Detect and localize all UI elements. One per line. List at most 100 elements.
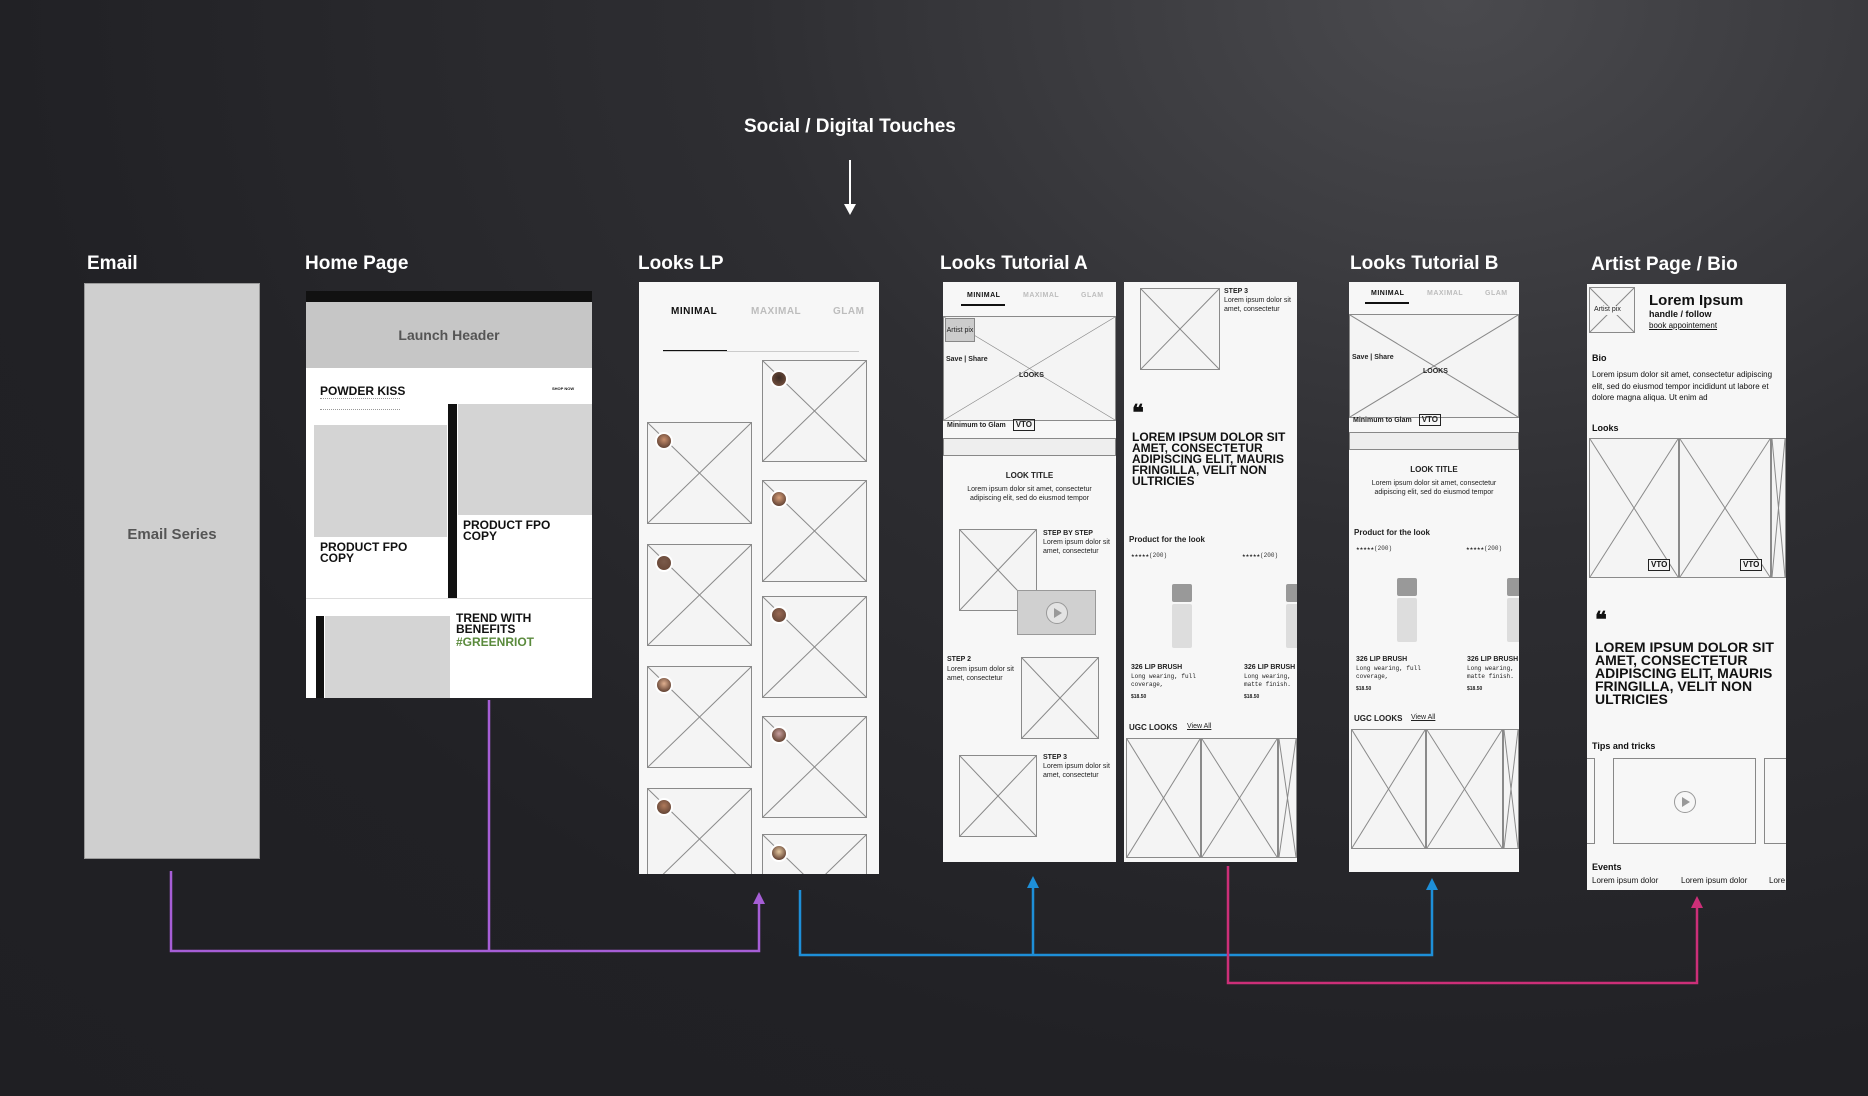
product-image-1	[1172, 584, 1192, 648]
product-image-2	[1286, 584, 1297, 648]
minimum-to-glam: Minimum to Glam VTO	[1353, 414, 1441, 426]
avatar[interactable]	[770, 844, 788, 862]
tab-maximal[interactable]: MAXIMAL	[751, 306, 802, 317]
product-1-name: 326 LIP BRUSH	[1131, 664, 1183, 671]
tab-glam[interactable]: GLAM	[1485, 290, 1508, 297]
product-1-desc: Long wearing, full coverage,	[1356, 665, 1421, 680]
product-for-look: Product for the look	[1129, 535, 1205, 544]
tab-minimal[interactable]: MINIMAL	[671, 306, 718, 317]
home-panel: Launch Header POWDER KISS SHOP NOW PRODU…	[306, 291, 592, 698]
event-3[interactable]: Lore	[1769, 876, 1786, 885]
avatar[interactable]	[655, 432, 673, 450]
tips-video-right	[1764, 758, 1786, 844]
avatar[interactable]	[770, 490, 788, 508]
step-3: STEP 3	[1224, 288, 1248, 295]
tutorial-a2-panel: STEP 3 Lorem ipsum dolor sit amet, conse…	[1124, 282, 1297, 862]
product-1-price: $18.50	[1131, 694, 1147, 700]
step-2: STEP 2	[947, 656, 971, 663]
tab-minimal[interactable]: MINIMAL	[1371, 290, 1405, 297]
quote-text: LOREM IPSUM DOLOR SIT AMET, CONSECTETUR …	[1132, 430, 1286, 489]
label-email: Email	[87, 253, 138, 274]
black-strip-2	[316, 616, 324, 698]
event-1[interactable]: Lorem ipsum dolor	[1592, 876, 1659, 885]
avatar[interactable]	[770, 726, 788, 744]
product-image-left	[314, 425, 447, 537]
play-icon[interactable]	[1674, 791, 1696, 813]
ugc-image	[1278, 738, 1297, 858]
tab-minimal[interactable]: MINIMAL	[967, 292, 1001, 299]
vto-button[interactable]: VTO	[1740, 559, 1763, 571]
ugc-grid	[1124, 738, 1297, 858]
avatar[interactable]	[770, 606, 788, 624]
events-heading: Events	[1592, 862, 1622, 872]
email-panel: Email Series	[84, 283, 260, 859]
play-icon[interactable]	[1046, 602, 1068, 624]
save-share[interactable]: Save | Share	[1352, 354, 1394, 361]
artist-handle[interactable]: handle / follow	[1649, 309, 1712, 319]
label-tutorial-b: Looks Tutorial B	[1350, 253, 1499, 274]
divider	[306, 598, 592, 599]
view-all[interactable]: View All	[1411, 714, 1436, 721]
tips-video[interactable]	[1613, 758, 1756, 844]
looks-label: LOOKS	[1019, 372, 1044, 379]
artist-pix: Artist pix	[1589, 287, 1635, 333]
purple-arrowhead	[753, 892, 765, 904]
launch-header: Launch Header	[306, 302, 592, 368]
tips-video-left	[1587, 758, 1595, 844]
artist-pix: Artist pix	[945, 318, 975, 342]
step-3: STEP 3	[1043, 754, 1067, 761]
step-by-step: STEP BY STEP	[1043, 530, 1093, 537]
product-2-name: 326 LIP BRUSH	[1467, 656, 1519, 663]
home-nav-bar	[306, 291, 592, 302]
view-all[interactable]: View All	[1187, 723, 1212, 730]
look-body: Lorem ipsum dolor sit amet, consectetur …	[1371, 480, 1497, 496]
artist-name: Lorem Ipsum	[1649, 292, 1744, 309]
shop-now-1[interactable]: SHOP NOW	[552, 386, 575, 391]
tab-glam[interactable]: GLAM	[1081, 292, 1104, 299]
look-card	[1771, 438, 1786, 578]
tab-glam[interactable]: GLAM	[833, 306, 865, 317]
ugc-grid	[1349, 729, 1519, 849]
ugc-looks: UGC LOOKS	[1129, 723, 1178, 732]
looks-carousel: VTO VTO	[1587, 438, 1786, 578]
avatar[interactable]	[770, 370, 788, 388]
product-image-right	[458, 404, 592, 515]
look-title: LOOK TITLE	[1005, 471, 1054, 480]
label-looks-lp: Looks LP	[638, 253, 724, 274]
product-copy-right: PRODUCT FPO COPY	[463, 518, 551, 544]
avatar[interactable]	[655, 554, 673, 572]
quote-text: LOREM IPSUM DOLOR SIT AMET, CONSECTETUR …	[1595, 639, 1774, 707]
blue-arrowhead-b	[1426, 878, 1438, 890]
step3-image	[1140, 288, 1220, 370]
step-3-body: Lorem ipsum dolor sit amet, consectetur	[1043, 763, 1110, 779]
save-share[interactable]: Save | Share	[946, 356, 988, 363]
tab-maximal[interactable]: MAXIMAL	[1023, 292, 1060, 299]
product-1-name: 326 LIP BRUSH	[1356, 656, 1408, 663]
rating-2: ★★★★★(200)	[1242, 552, 1279, 559]
artist-panel: Artist pix Lorem Ipsum handle / follow b…	[1587, 284, 1786, 890]
step-image-3	[959, 755, 1037, 837]
ugc-image	[1503, 729, 1519, 849]
avatar[interactable]	[655, 676, 673, 694]
product-2-price: $18.50	[1244, 694, 1260, 700]
book-appointment[interactable]: book appointement	[1649, 321, 1718, 330]
bio-body: Lorem ipsum dolor sit amet, consectetur …	[1592, 370, 1773, 403]
step-image-2	[1021, 657, 1099, 739]
vto-button[interactable]: VTO	[1418, 414, 1441, 426]
tab-maximal[interactable]: MAXIMAL	[1427, 290, 1464, 297]
vto-button[interactable]: VTO	[1012, 419, 1035, 431]
product-2-desc: Long wearing, matte finish.	[1467, 665, 1514, 680]
ugc-image	[1351, 729, 1426, 849]
magenta-arrowhead	[1691, 896, 1703, 908]
event-2[interactable]: Lorem ipsum dolor	[1681, 876, 1748, 885]
swatch-strip	[943, 438, 1116, 456]
label-tutorial-a: Looks Tutorial A	[940, 253, 1088, 274]
vto-button[interactable]: VTO	[1648, 559, 1671, 571]
product-1-desc: Long wearing, full coverage,	[1131, 673, 1196, 688]
blue-arrowhead-a	[1027, 876, 1039, 888]
ugc-image	[1201, 738, 1278, 858]
look-card: VTO	[1679, 438, 1771, 578]
video-thumb[interactable]	[1017, 590, 1096, 635]
avatar[interactable]	[655, 798, 673, 816]
powder-kiss-copy	[320, 398, 400, 410]
